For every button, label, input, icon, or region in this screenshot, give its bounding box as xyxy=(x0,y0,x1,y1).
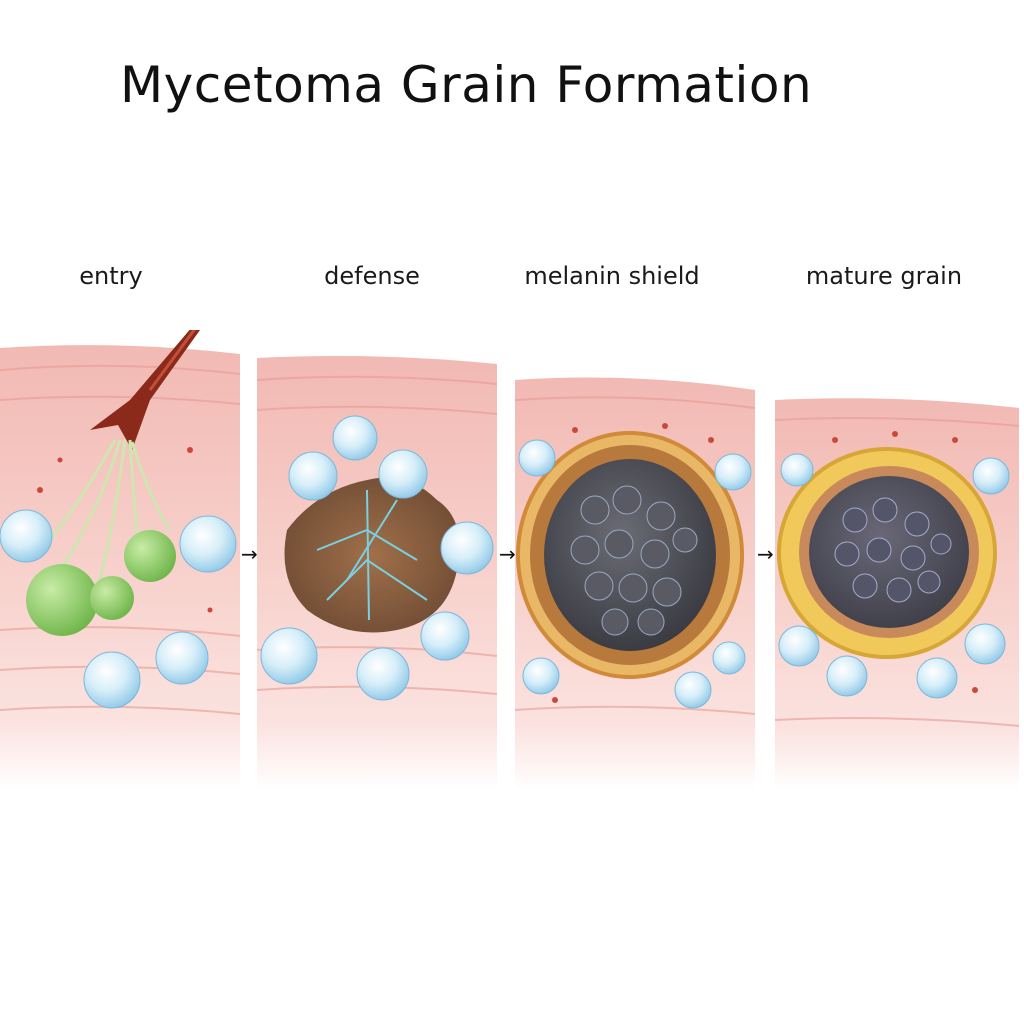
immune-cell-icon xyxy=(420,611,470,661)
immune-cell-icon xyxy=(778,625,820,667)
immune-cell-icon xyxy=(288,451,338,501)
stage-label-melanin-shield: melanin shield xyxy=(524,262,700,290)
immune-cell-icon xyxy=(972,457,1010,495)
immune-cell-icon xyxy=(155,631,209,685)
immune-cell-icon xyxy=(712,641,746,675)
immune-cell-icon xyxy=(356,647,410,701)
arrow-melanin-to-mature: → xyxy=(757,542,774,566)
stage-label-mature-grain: mature grain xyxy=(805,262,963,290)
panel-mature-grain xyxy=(775,330,1019,790)
panel-defense xyxy=(257,330,497,790)
immune-cell-icon xyxy=(780,453,814,487)
immune-cell-icon xyxy=(522,657,560,695)
panel-entry xyxy=(0,330,240,790)
fungal-spore-icon xyxy=(124,530,176,582)
immune-cell-icon xyxy=(83,651,141,709)
stage-label-defense: defense xyxy=(324,262,420,290)
immune-cell-icon xyxy=(440,521,494,575)
panel-melanin-shield xyxy=(515,330,755,790)
immune-cell-icon xyxy=(826,655,868,697)
fungal-spore-icon xyxy=(26,564,98,636)
immune-cell-icon xyxy=(260,627,318,685)
immune-cell-icon xyxy=(916,657,958,699)
diagram-title: Mycetoma Grain Formation xyxy=(120,56,813,114)
fungal-spore-icon xyxy=(90,576,134,620)
immune-cell-icon xyxy=(332,415,378,461)
immune-cell-icon xyxy=(0,509,53,563)
immune-cell-icon xyxy=(674,671,712,709)
immune-cell-icon xyxy=(714,453,752,491)
arrow-entry-to-defense: → xyxy=(241,542,258,566)
stage-label-entry: entry xyxy=(79,262,143,290)
hyphae-mass-icon xyxy=(284,477,460,633)
immune-cell-icon xyxy=(378,449,428,499)
arrow-defense-to-melanin: → xyxy=(499,542,516,566)
immune-cell-icon xyxy=(518,439,556,477)
immune-cell-icon xyxy=(179,515,237,573)
immune-cell-icon xyxy=(964,623,1006,665)
